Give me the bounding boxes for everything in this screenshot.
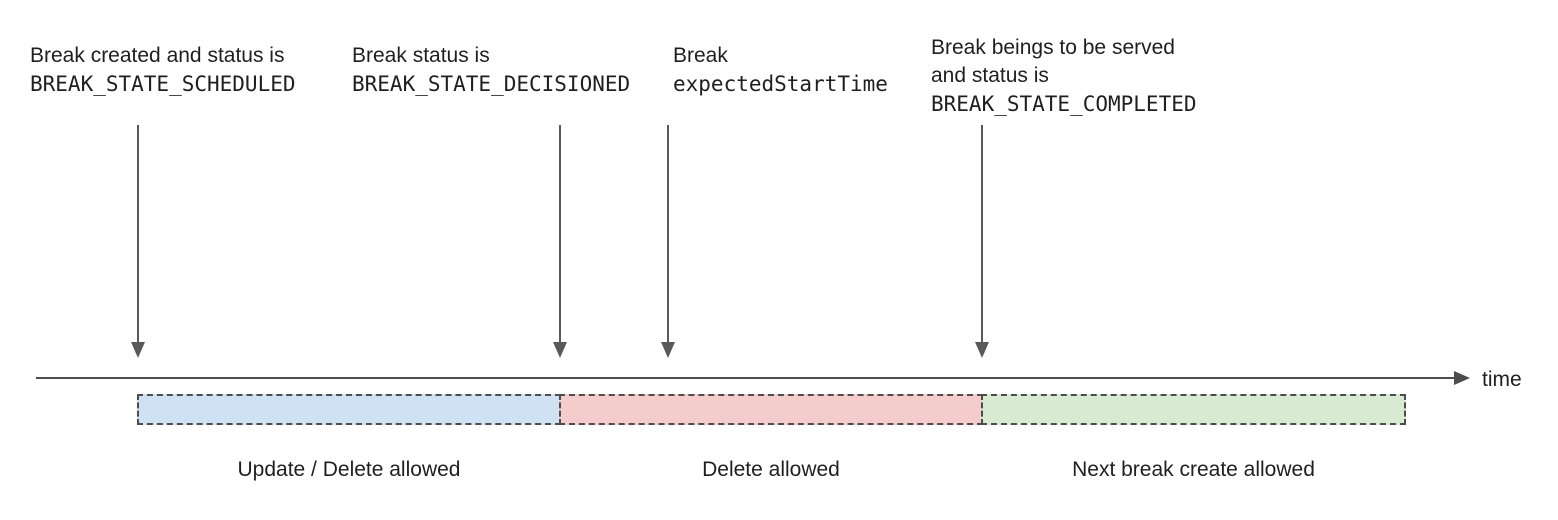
time-axis-line: [36, 377, 1456, 379]
time-axis-label: time: [1482, 368, 1522, 391]
arrow-down-expected-start-icon: [661, 125, 675, 358]
arrow-head: [661, 342, 675, 358]
arrow-head: [975, 342, 989, 358]
arrow-shaft: [667, 125, 669, 342]
segment-label-update-delete: Update / Delete allowed: [237, 458, 461, 481]
time-axis-arrowhead-icon: [1454, 371, 1470, 385]
annotation-decisioned-text: Break status is: [352, 44, 490, 67]
annotation-scheduled-text: Break created and status is: [30, 44, 285, 67]
annotation-scheduled-code: BREAK_STATE_SCHEDULED: [30, 72, 296, 96]
annotation-expected-start: Break expectedStartTime: [673, 42, 888, 98]
annotation-scheduled: Break created and status is BREAK_STATE_…: [30, 42, 296, 98]
annotation-completed-text1: Break beings to be served: [931, 36, 1175, 59]
segment-delete: [559, 394, 983, 425]
segment-label-next-create: Next break create allowed: [1072, 458, 1315, 481]
segment-update-delete: [137, 394, 561, 425]
arrow-down-decisioned-icon: [553, 125, 567, 358]
arrow-head: [553, 342, 567, 358]
annotation-completed-text2: and status is: [931, 64, 1049, 87]
annotation-decisioned-code: BREAK_STATE_DECISIONED: [352, 72, 631, 96]
annotation-completed: Break beings to be served and status is …: [931, 34, 1197, 118]
annotation-completed-code: BREAK_STATE_COMPLETED: [931, 92, 1197, 116]
arrow-down-scheduled-icon: [131, 125, 145, 358]
arrow-down-completed-icon: [975, 125, 989, 358]
arrow-shaft: [137, 125, 139, 342]
annotation-expected-start-code: expectedStartTime: [673, 72, 888, 96]
annotation-expected-start-text: Break: [673, 44, 728, 67]
segment-label-delete: Delete allowed: [702, 458, 840, 481]
arrow-shaft: [559, 125, 561, 342]
arrow-head: [131, 342, 145, 358]
segment-next-create: [981, 394, 1406, 425]
arrow-shaft: [981, 125, 983, 342]
annotation-decisioned: Break status is BREAK_STATE_DECISIONED: [352, 42, 630, 98]
